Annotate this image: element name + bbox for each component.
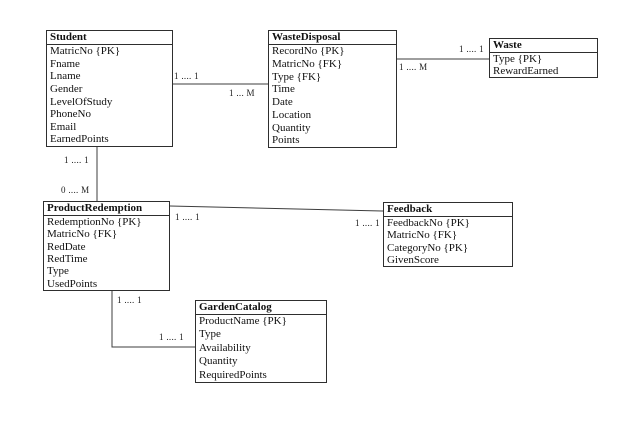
entity-attribute: ProductName {PK} (199, 315, 287, 327)
entity-title: WasteDisposal (269, 31, 396, 45)
entity-attribute: Fname (50, 57, 80, 70)
entity-feedback: Feedback FeedbackNo {PK}MatricNo {FK}Cat… (383, 202, 513, 267)
entity-attribute: LevelOfStudy (50, 95, 113, 108)
entity-attribute: Type (47, 265, 69, 278)
multiplicity-label-wastedisposal-waste-0: 1 .... 1 (459, 44, 484, 54)
entity-title: Feedback (384, 203, 512, 217)
multiplicity-label-student-wastedisposal-1: 1 ... M (229, 88, 255, 98)
entity-attribute: UsedPoints (47, 277, 98, 290)
entity-attribute-list: FeedbackNo {PK}MatricNo {FK}CategoryNo {… (384, 217, 512, 266)
entity-attribute: MatricNo {PK} (50, 45, 121, 57)
entity-attribute: MatricNo {FK} (387, 229, 458, 242)
entity-attribute: Time (272, 83, 295, 96)
entity-waste: Waste Type {PK}RewardEarned (489, 38, 598, 78)
entity-title: Waste (490, 39, 597, 53)
multiplicity-label-productredemption-gardencatalog-1: 1 .... 1 (159, 332, 184, 342)
entity-title: ProductRedemption (44, 202, 169, 216)
entity-attribute: Date (272, 96, 293, 108)
entity-title: Student (47, 31, 172, 45)
entity-attribute: Points (272, 134, 300, 147)
entity-attribute: RedDate (47, 240, 86, 253)
entity-attribute: RecordNo {PK} (272, 45, 345, 57)
entity-attribute: Quantity (199, 355, 238, 368)
entity-attribute: RewardEarned (493, 65, 559, 77)
entity-productredemption: ProductRedemption RedemptionNo {PK}Matri… (43, 201, 170, 291)
entity-attribute-list: Type {PK}RewardEarned (490, 53, 597, 77)
entity-attribute: Type (199, 328, 221, 341)
entity-attribute: FeedbackNo {PK} (387, 217, 470, 229)
entity-attribute: Availability (199, 341, 251, 354)
entity-attribute: Type {FK} (272, 70, 322, 83)
multiplicity-label-productredemption-gardencatalog-0: 1 .... 1 (117, 295, 142, 305)
entity-attribute: PhoneNo (50, 108, 91, 121)
entity-attribute: Type {PK} (493, 53, 543, 65)
entity-attribute: Quantity (272, 121, 311, 134)
entity-attribute: RequiredPoints (199, 368, 267, 381)
entity-attribute: Email (50, 120, 77, 133)
multiplicity-label-productredemption-feedback-1: 1 .... 1 (355, 218, 380, 228)
entity-attribute: RedemptionNo {PK} (47, 216, 142, 228)
multiplicity-label-student-productredemption-0: 1 .... 1 (64, 155, 89, 165)
entity-attribute: Lname (50, 70, 81, 83)
relationship-line-productredemption-feedback (169, 205, 384, 212)
entity-title: GardenCatalog (196, 301, 326, 315)
entity-attribute: Location (272, 108, 312, 121)
entity-attribute: Gender (50, 82, 83, 95)
entity-attribute: EarnedPoints (50, 133, 109, 146)
multiplicity-label-student-productredemption-1: 0 .... M (61, 185, 90, 195)
multiplicity-label-student-wastedisposal-0: 1 .... 1 (174, 71, 199, 81)
entity-attribute: GivenScore (387, 253, 439, 266)
entity-attribute: CategoryNo {PK} (387, 241, 469, 254)
entity-attribute: MatricNo {FK} (47, 228, 118, 241)
entity-attribute: RedTime (47, 252, 88, 265)
entity-attribute: MatricNo {FK} (272, 57, 343, 70)
entity-wastedisposal: WasteDisposal RecordNo {PK}MatricNo {FK}… (268, 30, 397, 148)
multiplicity-label-wastedisposal-waste-1: 1 .... M (399, 62, 428, 72)
multiplicity-label-productredemption-feedback-0: 1 .... 1 (175, 212, 200, 222)
